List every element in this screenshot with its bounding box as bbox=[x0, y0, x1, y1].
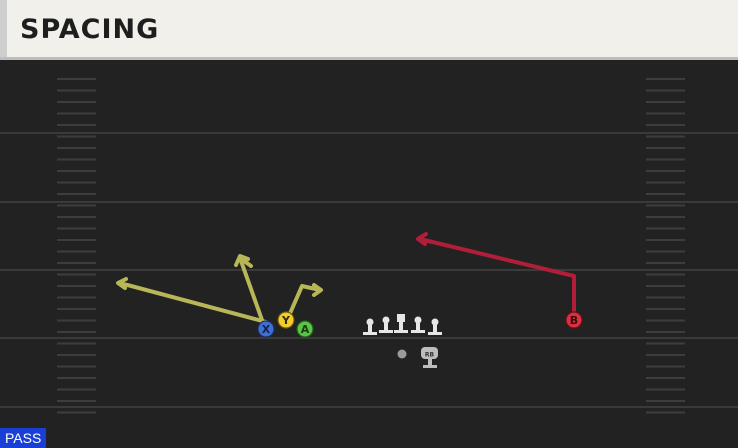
hash-marks bbox=[57, 78, 685, 414]
rb-label: RB bbox=[425, 352, 435, 359]
y-button-label: Y bbox=[281, 314, 291, 327]
lineman-icon bbox=[379, 316, 393, 333]
play-header: SPACING bbox=[0, 0, 738, 60]
b-route bbox=[416, 232, 576, 316]
offensive-line bbox=[363, 314, 442, 335]
football-field bbox=[0, 60, 738, 448]
x-button[interactable]: X bbox=[257, 320, 275, 338]
header-accent bbox=[0, 0, 7, 57]
lineman-icon bbox=[363, 318, 377, 335]
x-button-label: X bbox=[262, 323, 271, 336]
play-type-badge: PASS bbox=[0, 428, 47, 448]
route-arrowhead bbox=[234, 254, 250, 267]
lineman-icon bbox=[411, 316, 425, 333]
route-arrowhead bbox=[416, 232, 428, 246]
quarterback-icon bbox=[397, 349, 407, 359]
route-long-out bbox=[118, 281, 268, 324]
center-icon bbox=[394, 314, 408, 333]
b-button[interactable]: B bbox=[565, 311, 583, 329]
pass-routes bbox=[116, 254, 323, 324]
route-arrowhead bbox=[312, 283, 323, 297]
yard-lines bbox=[0, 132, 738, 408]
lineman-icon bbox=[428, 318, 442, 335]
b-button-label: B bbox=[570, 314, 578, 327]
y-button[interactable]: Y bbox=[277, 311, 295, 329]
route-post bbox=[418, 237, 576, 316]
route-arrowhead bbox=[116, 277, 128, 290]
a-button[interactable]: A bbox=[296, 320, 314, 338]
route-flat bbox=[286, 284, 322, 320]
play-title: SPACING bbox=[20, 14, 160, 45]
running-back-icon[interactable]: RB bbox=[421, 347, 438, 368]
a-button-label: A bbox=[301, 323, 310, 336]
route-corner bbox=[238, 256, 264, 322]
